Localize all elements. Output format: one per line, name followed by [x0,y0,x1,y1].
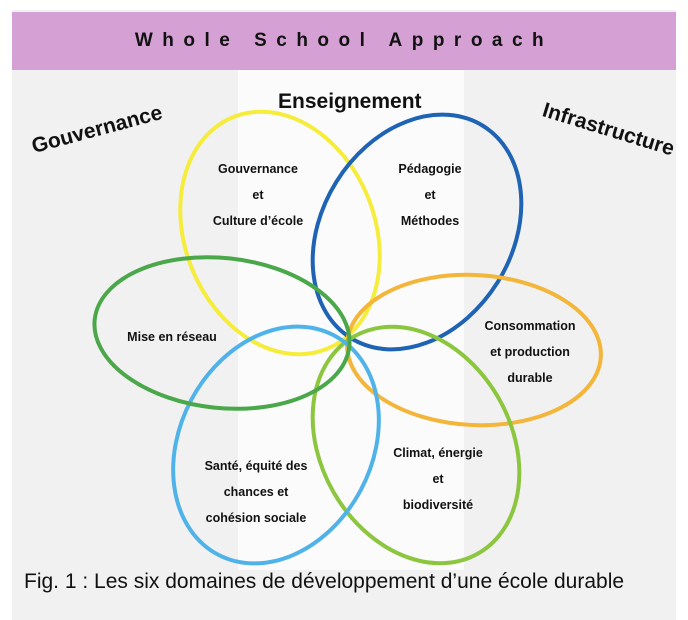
domain-label-teaching: Enseignement [278,90,422,113]
petal-governance [178,109,382,357]
petal-label-consumption: Consommation et production durable [484,319,576,385]
petal-label-climate: Climat, énergie et biodiversité [393,446,483,512]
teaching-column-background [238,70,464,570]
header-banner: Whole School Approach [12,12,676,70]
petal-label-governance: Gouvernance et Culture d’école [212,162,304,228]
petal-networking [92,255,352,411]
figure-caption: Fig. 1 : Les six domaines de développeme… [24,570,625,593]
petal-health [171,324,381,566]
petal-label-pedagogy: Pédagogie et Méthodes [398,162,462,228]
petal-climate [310,324,522,566]
petal-label-health: Santé, équité des chances et cohésion so… [204,459,308,525]
header-title: Whole School Approach [134,30,554,51]
petal-label-networking: Mise en réseau [127,330,217,344]
